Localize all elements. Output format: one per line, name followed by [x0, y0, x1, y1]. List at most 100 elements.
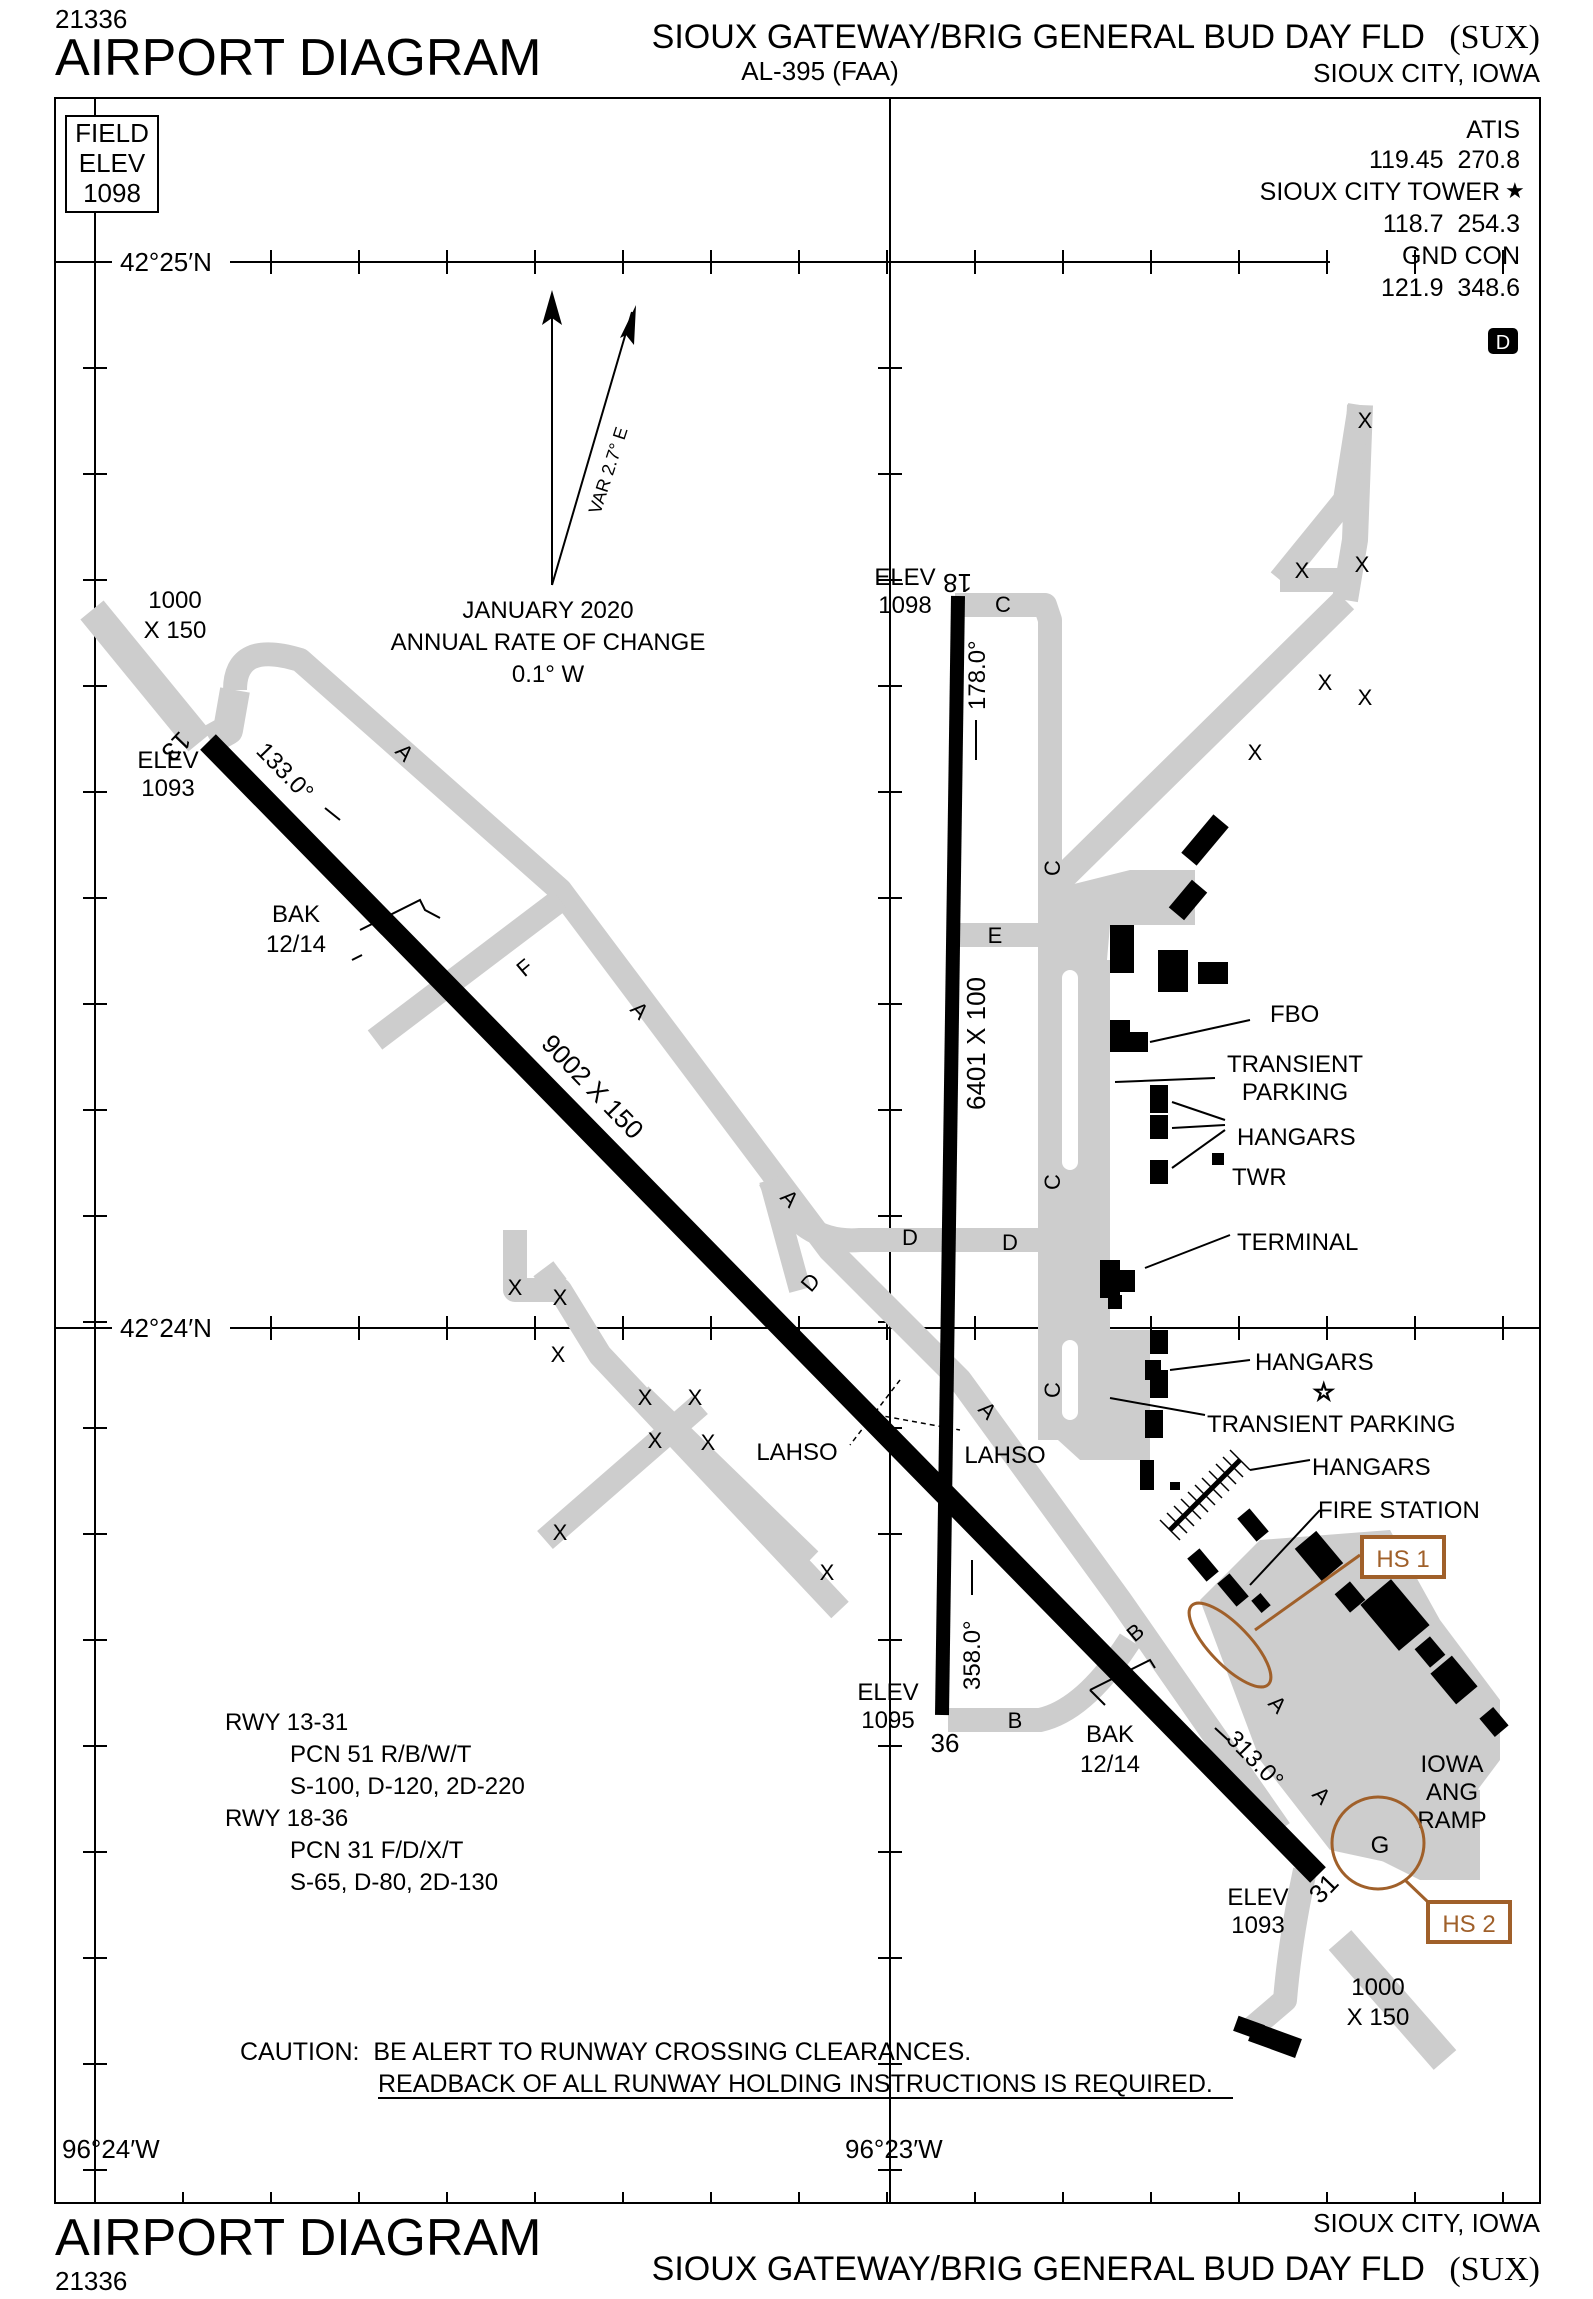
lat-south-label: 42°24′N: [120, 1313, 212, 1343]
approach-13-wid: X 150: [144, 617, 207, 644]
closed-taxiway-marks: X X X X X X X X X X X X X X X: [508, 408, 1373, 1585]
hangar-tick: [1201, 1477, 1223, 1499]
d-atis-badge-icon: [1488, 328, 1518, 354]
label-hangars-1: HANGARS: [1237, 1124, 1356, 1151]
field-elev-line1: FIELD: [75, 118, 149, 148]
label-transient-parking-inline: TRANSIENT PARKING: [1207, 1411, 1455, 1438]
twy-label-e: E: [988, 923, 1003, 948]
twy-label-c3: C: [1040, 1174, 1065, 1190]
header-procedure-id: AL-395 (FAA): [741, 56, 899, 86]
apron-islands: [1062, 970, 1078, 1420]
freq-gnd: 121.9 348.6: [1381, 274, 1520, 302]
hangar-tick: [1166, 1512, 1188, 1534]
footer-airport-name: SIOUX GATEWAY/BRIG GENERAL BUD DAY FLD: [652, 2250, 1425, 2288]
label-iowa: IOWA: [1420, 1751, 1483, 1778]
lahso-lines: [849, 1379, 961, 1446]
rwy-18-hdg: 178.0°: [964, 640, 991, 710]
header-title: AIRPORT DIAGRAM: [55, 29, 541, 87]
footer-title: AIRPORT DIAGRAM: [55, 2209, 541, 2267]
header-airport-id: (SUX): [1449, 19, 1540, 56]
x-mark: X: [1358, 408, 1373, 433]
hot-spot-2-box: [1426, 1900, 1512, 1944]
label-twr: TWR: [1232, 1164, 1287, 1191]
freq-tower-label: SIOUX CITY TOWER: [1260, 178, 1500, 206]
label-ang: ANG: [1426, 1779, 1478, 1806]
twy-label-d2: D: [902, 1225, 918, 1250]
freq-gnd-label: GND CON: [1402, 242, 1520, 270]
footer-airport-id: (SUX): [1449, 2251, 1540, 2288]
elev-36-value: 1095: [861, 1707, 914, 1734]
elev-36-label: ELEV: [857, 1679, 918, 1706]
pcn-rwy2-pcn: PCN 31 F/D/X/T: [290, 1837, 464, 1864]
hot-spot-2-circle: [1330, 1795, 1426, 1891]
x-mark: X: [553, 1285, 568, 1310]
hangar-tick: [1173, 1505, 1195, 1527]
mag-rate-label: ANNUAL RATE OF CHANGE: [391, 629, 706, 656]
arresting-gear-marks: [351, 898, 1156, 1706]
x-mark: X: [820, 1560, 835, 1585]
hot-spots: HS 1 HS 2: [1187, 1535, 1512, 1944]
footer-chart-number: 21336: [55, 2266, 127, 2296]
runway-13-31: [200, 734, 1326, 1883]
x-mark: X: [638, 1385, 653, 1410]
caution-line-2: READBACK OF ALL RUNWAY HOLDING INSTRUCTI…: [378, 2070, 1213, 2098]
footer-location: SIOUX CITY, IOWA: [1313, 2208, 1540, 2238]
twy-label-f: F: [511, 954, 537, 982]
hot-spot-1-ellipse: [1187, 1601, 1273, 1689]
x-mark: X: [1295, 558, 1310, 583]
twy-label-g: G: [1371, 1832, 1390, 1859]
twy-label-c4: C: [1040, 1382, 1065, 1398]
header-airport-name: SIOUX GATEWAY/BRIG GENERAL BUD DAY FLD: [652, 18, 1425, 56]
pcn-block: RWY 13-31 PCN 51 R/B/W/T S-100, D-120, 2…: [225, 1709, 525, 1896]
field-elev-line2: ELEV: [79, 148, 146, 178]
freq-tower: 118.7 254.3: [1383, 210, 1520, 238]
bak-value-se: 12/14: [1080, 1751, 1140, 1778]
approach-13-len: 1000: [148, 587, 201, 614]
header-location: SIOUX CITY, IOWA: [1313, 58, 1540, 88]
pcn-rwy1-weights: S-100, D-120, 2D-220: [290, 1773, 525, 1800]
x-mark: X: [1358, 685, 1373, 710]
x-mark: X: [688, 1385, 703, 1410]
hangar-tick: [1229, 1449, 1251, 1471]
label-terminal: TERMINAL: [1237, 1229, 1358, 1256]
x-mark: X: [1355, 552, 1370, 577]
mag-var-label: VAR 2.7° E: [585, 425, 632, 517]
map-frame: [54, 97, 1541, 2204]
hangar-tick: [1222, 1456, 1244, 1478]
bak-label-se: BAK: [1086, 1721, 1134, 1748]
bak-value-nw: 12/14: [266, 931, 326, 958]
rwy-end-18: 18: [943, 568, 972, 598]
pcn-rwy2-weights: S-65, D-80, 2D-130: [290, 1869, 498, 1896]
x-mark: X: [701, 1430, 716, 1455]
lon-west-label: 96°24′W: [62, 2134, 160, 2164]
label-transient-parking-2: PARKING: [1242, 1079, 1348, 1106]
label-hangars-2: HANGARS: [1255, 1349, 1374, 1376]
hot-spot-1-box: [1360, 1535, 1446, 1579]
beacon-star-icon: ☆: [1313, 1379, 1335, 1406]
tower-star-icon: ★: [1505, 178, 1525, 203]
x-mark: X: [1318, 670, 1333, 695]
hangar-tick: [1194, 1484, 1216, 1506]
hangar-tick: [1215, 1463, 1237, 1485]
elev-18-value: 1098: [878, 592, 931, 619]
elev-13-label: ELEV: [137, 747, 198, 774]
caution-line-1: CAUTION: BE ALERT TO RUNWAY CROSSING CLE…: [240, 2038, 971, 2066]
leader-lines: [1109, 1019, 1321, 1586]
label-lahso-1: LAHSO: [756, 1439, 837, 1466]
x-mark: X: [551, 1342, 566, 1367]
elev-18-label: ELEV: [874, 564, 935, 591]
rwy-18-36-dims: 6401 X 100: [961, 977, 991, 1110]
header-chart-number: 21336: [55, 4, 127, 34]
rwy-end-36: 36: [931, 1728, 960, 1758]
label-ramp: RAMP: [1417, 1807, 1486, 1834]
x-mark: X: [648, 1428, 663, 1453]
twy-label-c1: C: [995, 592, 1011, 617]
elev-13-value: 1093: [141, 775, 194, 802]
label-fbo: FBO: [1270, 1001, 1319, 1028]
rwy-36-hdg: 358.0°: [959, 1620, 986, 1690]
twy-label-b1: B: [1008, 1708, 1023, 1733]
pcn-rwy2: RWY 18-36: [225, 1805, 348, 1832]
lon-east-label: 96°23′W: [845, 2134, 943, 2164]
twy-label-d3: D: [1002, 1230, 1018, 1255]
